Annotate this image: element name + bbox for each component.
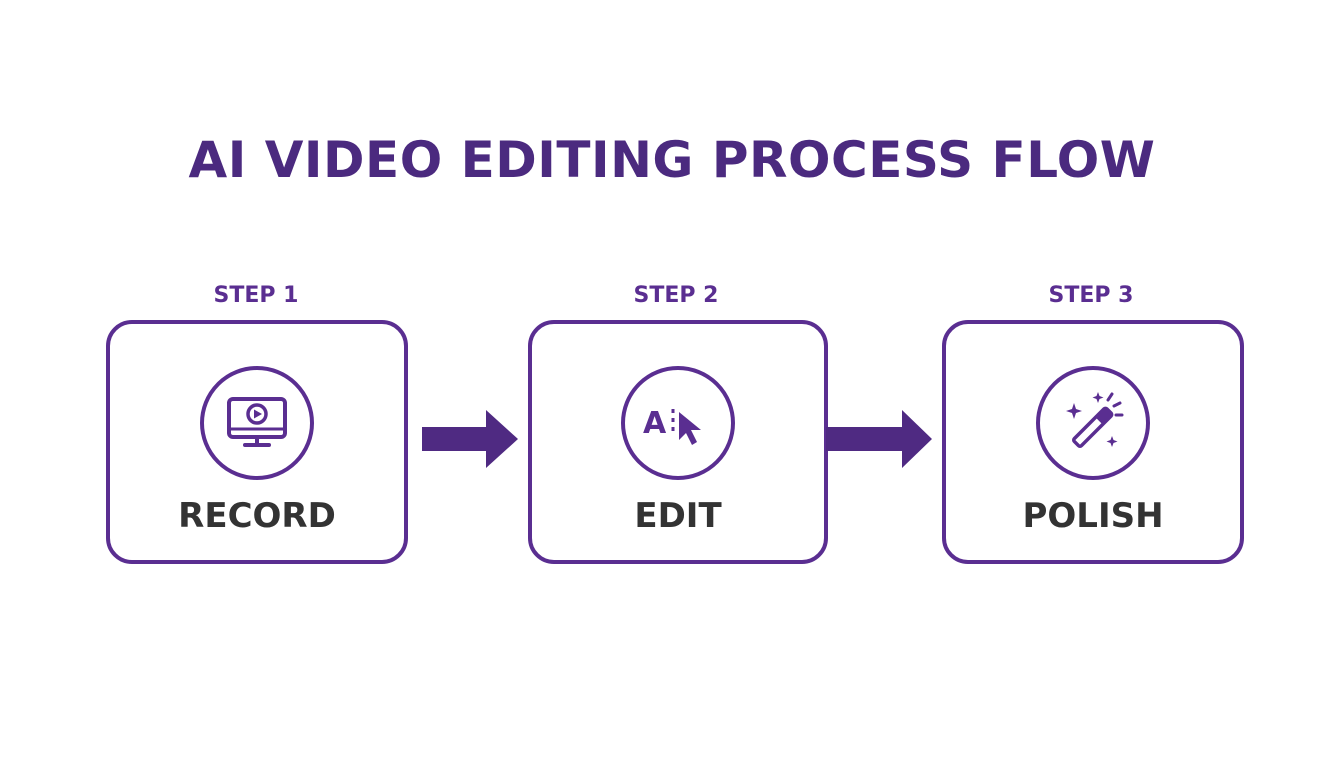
ai-cursor-icon: A bbox=[621, 366, 735, 480]
svg-text:A: A bbox=[643, 406, 667, 441]
step-2-card: A EDIT bbox=[528, 320, 828, 564]
step-3-name: POLISH bbox=[1022, 496, 1164, 536]
arrow-right-icon bbox=[422, 410, 518, 468]
step-1-card: RECORD bbox=[106, 320, 408, 564]
step-3-card: POLISH bbox=[942, 320, 1244, 564]
monitor-play-icon bbox=[200, 366, 314, 480]
step-1-name: RECORD bbox=[178, 496, 336, 536]
step-2-name: EDIT bbox=[634, 496, 722, 536]
step-2-label: STEP 2 bbox=[633, 283, 719, 308]
step-3-label: STEP 3 bbox=[1048, 283, 1134, 308]
step-1-label: STEP 1 bbox=[213, 283, 299, 308]
page-title: AI VIDEO EDITING PROCESS FLOW bbox=[188, 131, 1156, 189]
arrow-right-icon bbox=[826, 410, 932, 468]
magic-wand-icon bbox=[1036, 366, 1150, 480]
